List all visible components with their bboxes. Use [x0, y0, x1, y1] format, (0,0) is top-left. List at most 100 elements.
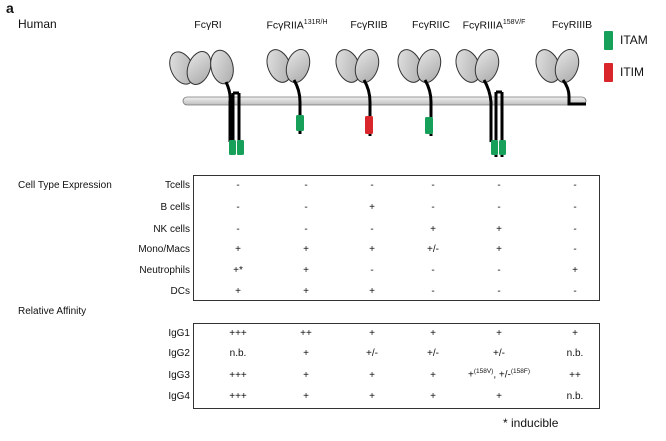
- table-cell: +*: [233, 265, 243, 276]
- table-cell: -: [431, 202, 435, 213]
- ig-domain: [474, 48, 500, 84]
- cell-membrane: [182, 96, 587, 106]
- fcgri-receptor: [169, 49, 244, 155]
- itam-legend-label: ITAM: [620, 33, 648, 47]
- table-cell: +: [303, 391, 309, 402]
- table-cell: +: [430, 370, 436, 381]
- itam-motif: [296, 115, 304, 131]
- itam-motif: [499, 140, 506, 155]
- fcgriiib-receptor: [535, 48, 586, 106]
- ig-domain: [416, 48, 442, 84]
- row-label-neutrophils: Neutrophils: [139, 265, 190, 276]
- receptor-label-fcgri: FcγRI: [194, 19, 222, 31]
- table-cell: +: [369, 244, 375, 255]
- table-cell: +: [303, 286, 309, 297]
- ig-domain: [285, 48, 311, 84]
- receptor-label-fcgriia: FcγRIIA131R/H: [266, 19, 328, 32]
- table-cell: +: [235, 244, 241, 255]
- table-cell: +: [369, 328, 375, 339]
- table-cell-igg3-fcgriiia: +(158V), +/-(158F): [467, 368, 531, 381]
- table-cell: +: [369, 286, 375, 297]
- table-cell: +: [496, 244, 502, 255]
- table-cell: +: [430, 391, 436, 402]
- row-label-igg1: IgG1: [168, 328, 190, 339]
- table-cell: +: [496, 224, 502, 235]
- table-cell: n.b.: [566, 391, 584, 402]
- cell-type-table: [193, 175, 600, 301]
- table-cell: +: [496, 391, 502, 402]
- itam-motif: [491, 140, 498, 155]
- gpi-anchor: [561, 79, 586, 106]
- itam-motif: [229, 140, 236, 155]
- itim-legend-label: ITIM: [620, 65, 644, 79]
- table-cell: -: [573, 202, 577, 213]
- table-cell: +: [430, 224, 436, 235]
- receptor-stalk: [362, 79, 372, 136]
- itam-legend-swatch: [604, 31, 613, 50]
- table-cell: +/-: [427, 348, 439, 359]
- table-cell: -: [573, 224, 577, 235]
- table-cell: -: [431, 180, 435, 191]
- fcgriia-receptor: [266, 48, 311, 134]
- table-cell: n.b.: [229, 348, 247, 359]
- table-cell: +: [369, 370, 375, 381]
- table-cell: +/-: [366, 348, 378, 359]
- table-cell: +: [303, 348, 309, 359]
- itim-motif: [365, 116, 373, 134]
- table-cell: -: [573, 180, 577, 191]
- table-cell: -: [370, 224, 374, 235]
- ig-domain: [210, 49, 234, 85]
- table-cell: +: [430, 328, 436, 339]
- table-cell: -: [497, 180, 501, 191]
- table-cell: +/-: [427, 244, 439, 255]
- table-cell: ++: [300, 328, 312, 339]
- table-cell: -: [304, 224, 308, 235]
- row-label-nkcells: NK cells: [153, 224, 190, 235]
- table-cell: -: [236, 224, 240, 235]
- receptor-label-fcgriiib: FcγRIIIB: [551, 19, 593, 31]
- table-cell: -: [431, 286, 435, 297]
- fcgriiia-receptor: [455, 48, 506, 157]
- table-cell: +: [235, 286, 241, 297]
- table-cell: -: [573, 286, 577, 297]
- table-cell: +: [369, 391, 375, 402]
- ig-domain: [186, 51, 212, 85]
- receptor-schematic: [169, 48, 587, 157]
- table-cell: -: [431, 265, 435, 276]
- table-cell: -: [497, 265, 501, 276]
- table-cell: +: [496, 328, 502, 339]
- itam-motif: [425, 117, 433, 134]
- row-label-dcs: DCs: [170, 286, 190, 297]
- table-cell: -: [304, 202, 308, 213]
- receptor-stalk: [224, 81, 232, 142]
- itim-legend-swatch: [604, 63, 613, 82]
- receptor-label-fcgriiia: FcγRIIIA158V/F: [462, 19, 526, 32]
- row-label-igg4: IgG4: [168, 391, 190, 402]
- fcgriic-receptor: [397, 48, 442, 136]
- receptor-stalk: [292, 79, 302, 134]
- table-cell: ++: [569, 370, 581, 381]
- table-cell: +++: [229, 328, 247, 339]
- itam-motif: [237, 140, 244, 155]
- ig-domain: [354, 48, 380, 84]
- table-cell: -: [236, 180, 240, 191]
- row-label-bcells: B cells: [160, 202, 190, 213]
- table-cell: n.b.: [566, 348, 584, 359]
- table-cell: +: [572, 265, 578, 276]
- receptor-label-fcgriib: FcγRIIB: [350, 19, 388, 31]
- table-cell: -: [573, 244, 577, 255]
- row-label-monomacs: Mono/Macs: [138, 244, 190, 255]
- table-cell: +: [303, 244, 309, 255]
- panel-label: a: [6, 0, 14, 16]
- affinity-table: [193, 323, 600, 409]
- table-cell: +: [303, 265, 309, 276]
- table-cell: +++: [229, 391, 247, 402]
- table-cell: -: [236, 202, 240, 213]
- footnote-inducible: * inducible: [503, 416, 559, 430]
- fcgriib-receptor: [335, 48, 380, 136]
- table-cell: -: [497, 286, 501, 297]
- row-label-igg2: IgG2: [168, 348, 190, 359]
- cell-type-section-title: Cell Type Expression: [18, 180, 112, 191]
- ig-domain: [554, 48, 580, 84]
- table-cell: -: [370, 180, 374, 191]
